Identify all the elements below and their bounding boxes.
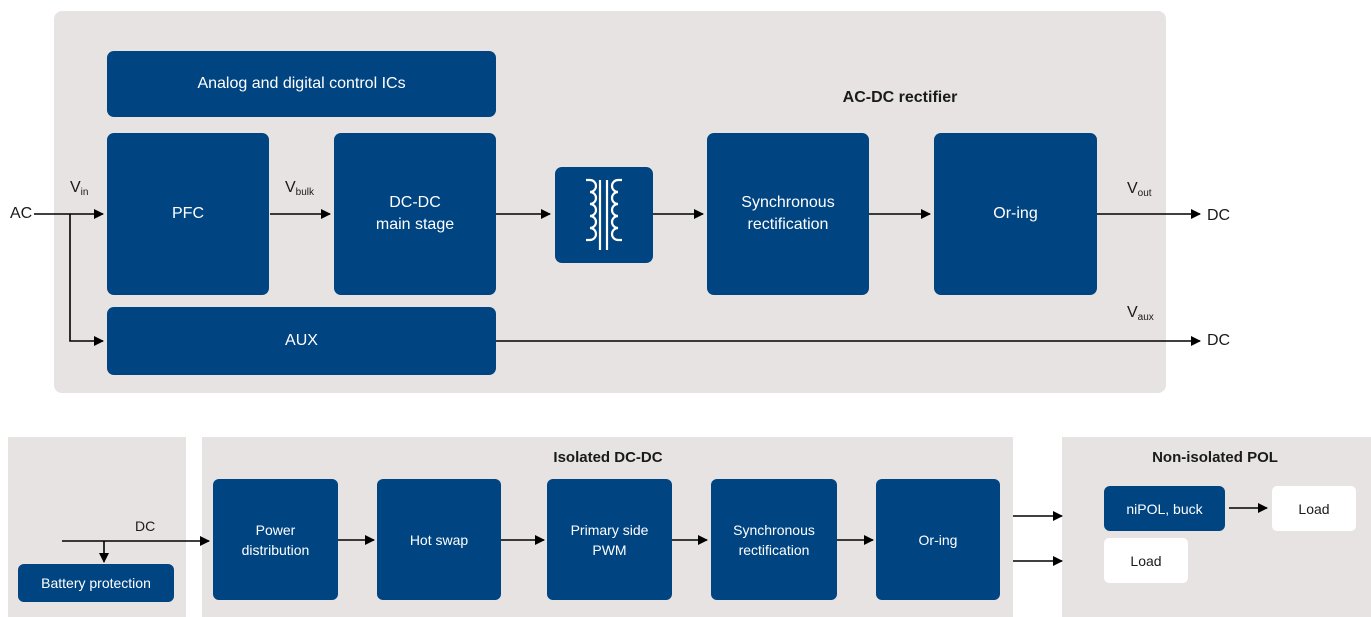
battery-protection-block: Battery protection bbox=[18, 564, 174, 602]
hot-swap-block: Hot swap bbox=[377, 479, 501, 600]
isolated-sync-rectification-block: Synchronous rectification bbox=[711, 479, 837, 600]
control-ics-block: Analog and digital control ICs bbox=[107, 51, 496, 117]
nipol-buck-block: niPOL, buck bbox=[1104, 486, 1225, 531]
load-box-2: Load bbox=[1104, 538, 1188, 583]
dcdc-main-stage-block: DC-DC main stage bbox=[334, 133, 496, 295]
pfc-block: PFC bbox=[107, 133, 269, 295]
vout-label: Vout bbox=[1127, 180, 1152, 199]
primary-side-pwm-block: Primary side PWM bbox=[547, 479, 672, 600]
isolated-dcdc-title: Isolated DC-DC bbox=[553, 449, 663, 466]
isolated-or-ing-block: Or-ing bbox=[876, 479, 1000, 600]
load-box-1: Load bbox=[1272, 486, 1356, 531]
power-distribution-block: Power distribution bbox=[213, 479, 338, 600]
battery-dc-label: DC bbox=[135, 518, 156, 534]
ac-dc-rectifier-title: AC-DC rectifier bbox=[842, 89, 958, 106]
vbulk-label: Vbulk bbox=[285, 179, 315, 198]
aux-block: AUX bbox=[107, 307, 496, 375]
dc-aux-output-label: DC bbox=[1207, 332, 1231, 349]
or-ing-block: Or-ing bbox=[934, 133, 1097, 295]
vin-label: Vin bbox=[70, 179, 89, 198]
ac-input-label: AC bbox=[10, 205, 33, 222]
dc-output-label: DC bbox=[1207, 207, 1231, 224]
transformer-icon bbox=[555, 167, 653, 263]
non-isolated-pol-title: Non-isolated POL bbox=[1152, 449, 1278, 466]
ac-to-aux-arrow bbox=[69, 214, 104, 346]
sync-rectification-block: Synchronous rectification bbox=[707, 133, 869, 295]
vaux-label: Vaux bbox=[1127, 304, 1154, 323]
